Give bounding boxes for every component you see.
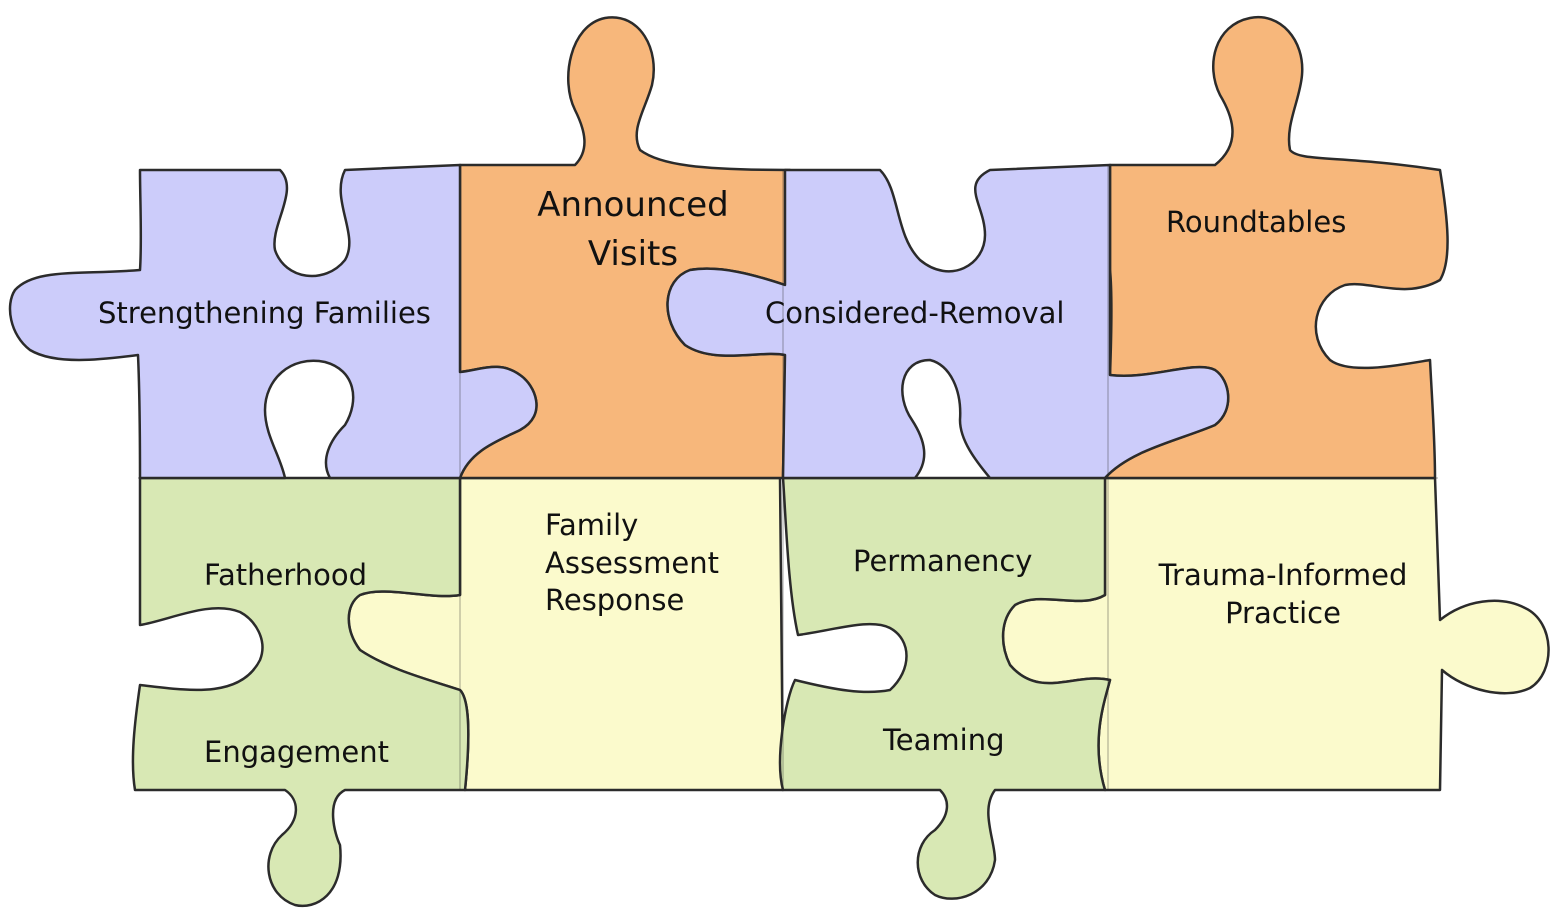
- label-line: Fatherhood: [204, 558, 368, 592]
- puzzle-seams: [138, 165, 1438, 790]
- piece-permanency-teaming: [778, 476, 1112, 900]
- label-line: Considered-Removal: [765, 296, 1065, 330]
- label-permanency: Permanency: [853, 543, 1032, 581]
- label-line: Roundtables: [1166, 205, 1347, 239]
- label-line: Announced: [537, 185, 729, 225]
- label-line: Teaming: [883, 723, 1005, 757]
- piece-fatherhood-engagement: [131, 476, 470, 908]
- label-line: Trauma-Informed: [1158, 558, 1408, 592]
- label-announced-visits: Announced Visits: [533, 181, 733, 280]
- label-family-assessment-response: Family Assessment Response: [545, 507, 719, 620]
- piece-considered-removal: [666, 163, 1230, 480]
- label-line: Engagement: [204, 735, 389, 769]
- label-roundtables: Roundtables: [1166, 204, 1346, 242]
- label-engagement: Engagement: [204, 734, 389, 772]
- label-line: Response: [545, 583, 685, 618]
- label-line: Strengthening Families: [98, 296, 431, 330]
- label-fatherhood: Fatherhood: [204, 557, 367, 595]
- label-line: Visits: [587, 234, 679, 275]
- label-line: Family: [545, 508, 639, 542]
- label-teaming: Teaming: [883, 722, 1005, 760]
- label-line: Practice: [1225, 595, 1341, 630]
- piece-strengthening-families: [8, 163, 538, 480]
- label-strengthening-families: Strengthening Families: [98, 295, 431, 333]
- label-line: Permanency: [853, 544, 1033, 578]
- label-trauma-informed-practice: Trauma-Informed Practice: [1150, 557, 1416, 632]
- label-considered-removal: Considered-Removal: [765, 295, 1064, 333]
- label-line: Assessment: [545, 545, 719, 580]
